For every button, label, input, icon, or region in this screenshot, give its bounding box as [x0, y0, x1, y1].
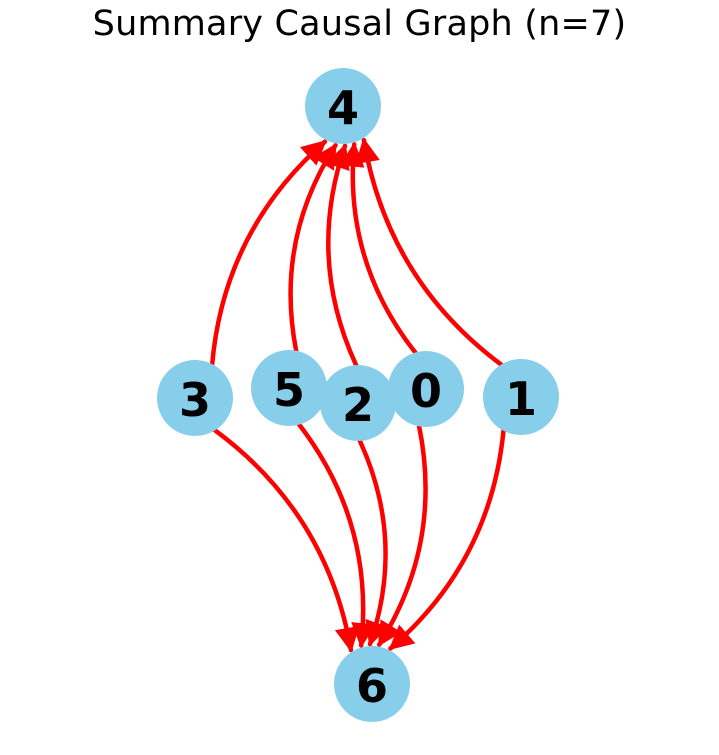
- edges-layer: [209, 137, 506, 653]
- node-6: 6: [334, 646, 410, 722]
- node-0: 0: [388, 351, 464, 427]
- edge-2-to-6: [357, 438, 389, 647]
- edge-1-to-4: [355, 137, 504, 367]
- node-3: 3: [157, 360, 233, 436]
- node-5-circle: [251, 350, 327, 426]
- node-6-circle: [334, 646, 410, 722]
- edge-1-to-6: [388, 428, 506, 651]
- node-1: 1: [483, 359, 559, 435]
- node-3-circle: [157, 360, 233, 436]
- edge-0-to-6: [376, 424, 428, 647]
- node-4: 4: [305, 68, 381, 144]
- edge-5-to-4: [288, 143, 338, 353]
- edge-3-to-6: [212, 428, 360, 653]
- node-6-label: 6: [356, 659, 388, 713]
- node-2-circle: [320, 365, 396, 441]
- node-1-circle: [483, 359, 559, 435]
- edge-0-to-4: [339, 141, 418, 355]
- node-2: 2: [320, 365, 396, 441]
- edge-2-to-4: [326, 143, 359, 368]
- node-2-label: 2: [342, 378, 374, 432]
- node-0-circle: [388, 351, 464, 427]
- node-5-label: 5: [273, 363, 305, 417]
- node-3-label: 3: [179, 373, 211, 427]
- node-0-label: 0: [410, 364, 442, 418]
- edge-5-to-6: [297, 422, 376, 648]
- edge-3-to-4: [209, 139, 328, 367]
- node-1-label: 1: [505, 372, 537, 426]
- node-5: 5: [251, 350, 327, 426]
- node-4-circle: [305, 68, 381, 144]
- node-4-label: 4: [327, 81, 359, 135]
- graph-title: Summary Causal Graph (n=7): [92, 4, 627, 44]
